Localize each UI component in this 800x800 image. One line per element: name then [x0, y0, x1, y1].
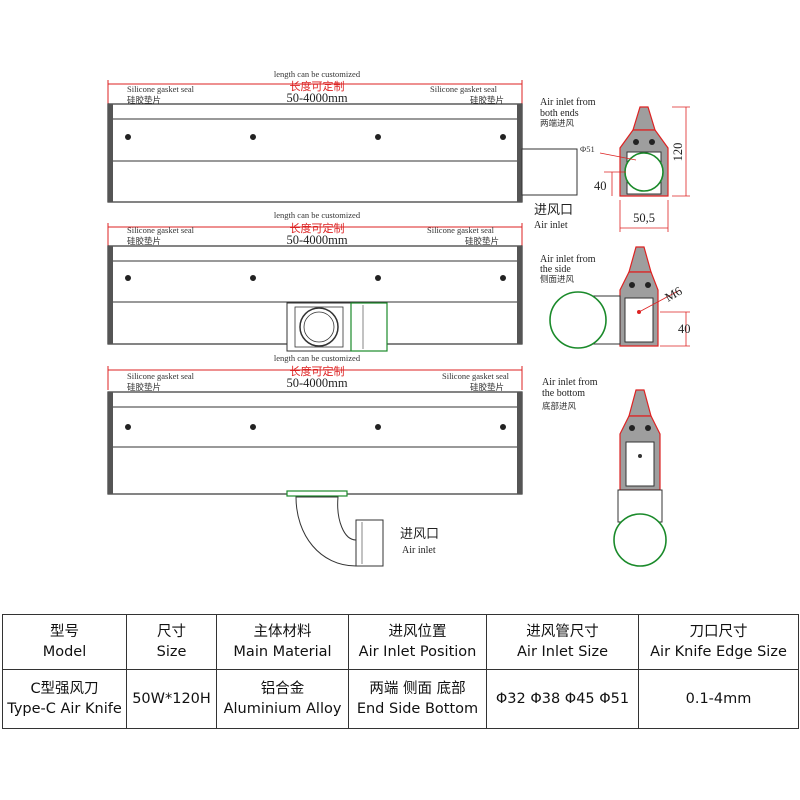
- inlet-label-cn: 进风口: [400, 527, 439, 542]
- length-range: 50-4000mm: [286, 91, 347, 105]
- inlet-desc-en-2: the side: [540, 264, 571, 275]
- inlet-desc-cn: 两端进风: [540, 118, 575, 128]
- screw-hole: [500, 134, 506, 140]
- inlet-desc-en-1: Air inlet from: [540, 254, 596, 265]
- screw-hole: [250, 275, 256, 281]
- cell-edge-size: 0.1-4mm: [638, 669, 799, 729]
- end-cap-left: [108, 246, 113, 344]
- technical-drawing: length can be customized 长度可定制 50-4000mm…: [107, 69, 691, 567]
- dim-screw: M6: [663, 284, 685, 305]
- inlet-desc-cn: 底部进风: [542, 401, 577, 411]
- length-custom-cn: 长度可定制: [290, 221, 345, 235]
- screw-hole: [375, 275, 381, 281]
- dim-side-offset: 40: [678, 322, 691, 336]
- inlet-desc-en-2: both ends: [540, 108, 579, 119]
- length-custom-en: length can be customized: [274, 210, 361, 220]
- inlet-desc-cn: 侧面进风: [540, 274, 575, 284]
- end-cap-left: [108, 392, 113, 494]
- gasket-right-cn: 硅胶垫片: [465, 236, 499, 246]
- gasket-left-en: Silicone gasket seal: [127, 225, 195, 235]
- side-inlet-flange: [286, 302, 388, 352]
- dim-width: 50,5: [633, 211, 655, 225]
- gasket-left-cn: 硅胶垫片: [127, 236, 161, 246]
- dim-height: 120: [671, 143, 685, 162]
- gasket-left-en: Silicone gasket seal: [127, 371, 195, 381]
- gasket-left-cn: 硅胶垫片: [127, 95, 161, 105]
- end-cap-right: [517, 392, 522, 494]
- length-range: 50-4000mm: [286, 376, 347, 390]
- dim-pipe-diameter: Φ51: [580, 144, 595, 154]
- length-custom-cn: 长度可定制: [290, 364, 345, 378]
- inlet-label-en: Air inlet: [534, 220, 568, 231]
- screw-hole: [250, 424, 256, 430]
- view-both-ends: length can be customized 长度可定制 50-4000mm…: [107, 69, 690, 232]
- screw-hole: [500, 424, 506, 430]
- end-cap-right: [517, 104, 522, 202]
- length-custom-en: length can be customized: [274, 353, 361, 363]
- cross-section-end: 120 50,5 40 Φ51: [580, 106, 690, 232]
- gasket-left-en: Silicone gasket seal: [127, 84, 195, 94]
- gasket-left-cn: 硅胶垫片: [127, 382, 161, 392]
- dim-inlet-offset: 40: [594, 179, 607, 193]
- gasket-right-en: Silicone gasket seal: [427, 225, 495, 235]
- end-cap-left: [108, 104, 113, 202]
- inlet-desc-en-2: the bottom: [542, 388, 585, 399]
- knife-body: [107, 103, 523, 203]
- screw-hole: [375, 134, 381, 140]
- screw-hole: [250, 134, 256, 140]
- gasket-right-cn: 硅胶垫片: [470, 95, 504, 105]
- inlet-desc-en-1: Air inlet from: [540, 97, 596, 108]
- screw-hole: [375, 424, 381, 430]
- screw-hole: [125, 275, 131, 281]
- gasket-right-cn: 硅胶垫片: [470, 382, 504, 392]
- length-custom-en: length can be customized: [274, 69, 361, 79]
- screw-hole: [125, 134, 131, 140]
- length-range: 50-4000mm: [286, 233, 347, 247]
- cross-section-side: M6 40: [549, 246, 691, 349]
- bottom-inlet-elbow: [286, 490, 384, 567]
- inlet-label-en: Air inlet: [402, 545, 436, 556]
- end-cap-right: [517, 246, 522, 344]
- cell-inlet-size: Φ32 Φ38 Φ45 Φ51: [486, 669, 639, 729]
- inlet-desc-en-1: Air inlet from: [542, 377, 598, 388]
- cross-section-bottom: [613, 389, 667, 567]
- screw-hole: [500, 275, 506, 281]
- cell-size: 50W*120H: [126, 669, 217, 729]
- gasket-right-en: Silicone gasket seal: [442, 371, 510, 381]
- inlet-label-cn: 进风口: [534, 203, 573, 218]
- view-bottom: length can be customized 长度可定制 50-4000mm…: [107, 353, 667, 567]
- knife-body: [107, 391, 523, 495]
- view-side: length can be customized 长度可定制 50-4000mm…: [107, 210, 691, 352]
- end-inlet-pipe: [521, 148, 578, 196]
- screw-hole: [125, 424, 131, 430]
- length-custom-cn: 长度可定制: [290, 79, 345, 93]
- gasket-right-en: Silicone gasket seal: [430, 84, 498, 94]
